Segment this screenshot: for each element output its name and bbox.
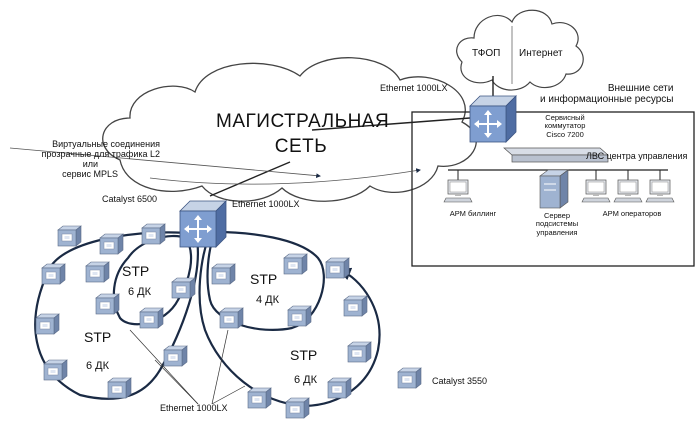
ring-count-label: 6 ДК: [294, 374, 318, 386]
switch-icon: [57, 225, 82, 247]
lan-title: ЛВС центра управления: [586, 151, 688, 161]
switch-icon: [211, 263, 236, 285]
stp-label: STP: [122, 263, 150, 279]
ring-count-label: 4 ДК: [256, 294, 280, 306]
switch-icon: [325, 257, 350, 279]
switch-icon: [85, 261, 110, 283]
ring-count-label: 6 ДК: [128, 286, 152, 298]
catalyst6500-label: Catalyst 6500: [102, 194, 158, 204]
server-label: Сервер подсистемы управления: [535, 211, 579, 237]
ethernet-pointers: [129, 329, 246, 405]
catalyst-to-core-link: [209, 161, 291, 197]
virtual-arrow-top: [9, 147, 321, 179]
ethernet-label-bottom: Ethernet 1000LX: [160, 403, 228, 413]
external-clouds: [456, 9, 584, 91]
operator-pc-icon: [645, 179, 675, 203]
ethernet-label-catalyst: Ethernet 1000LX: [232, 199, 300, 209]
pstn-label: ТФОП: [472, 48, 501, 59]
ethernet-label-top: Ethernet 1000LX: [380, 83, 448, 93]
service-switch-label: Сервисный коммутатор Cisco 7200: [544, 113, 586, 139]
switch-icon: [43, 359, 68, 381]
switch-icon: [95, 293, 120, 315]
management-center-box: [411, 111, 695, 267]
switch-icon: [219, 307, 244, 329]
switch-icon: [35, 313, 60, 335]
catalyst6500-icon: [179, 200, 227, 248]
billing-label: АРМ биллинг: [449, 209, 497, 218]
switch-icon: [41, 263, 66, 285]
switch-icon: [283, 253, 308, 275]
operators-label: АРМ операторов: [602, 209, 662, 218]
switch-icon: [99, 233, 124, 255]
stp-label: STP: [290, 347, 318, 363]
operator-pc-icon: [581, 179, 611, 203]
external-networks-label: Внешние сети и информационные ресурсы: [540, 83, 674, 105]
internet-label: Интернет: [519, 48, 563, 59]
server-icon: [539, 169, 569, 209]
core-network-title: МАГИСТРАЛЬНАЯ СЕТЬ: [216, 111, 390, 157]
stp-label: STP: [84, 329, 112, 345]
switch-icon: [247, 387, 272, 409]
core-to-service-link: [311, 117, 471, 131]
stp-rings: [34, 232, 381, 408]
billing-pc-icon: [443, 179, 473, 203]
virtual-arrow-bottom: [149, 168, 421, 185]
ring-count-label: 6 ДК: [86, 360, 110, 372]
switch-icon: [171, 277, 196, 299]
service-switch-icon: [469, 95, 517, 143]
switch-icon: [141, 223, 166, 245]
legend-catalyst3550-label: Catalyst 3550: [432, 376, 488, 386]
stp-label: STP: [250, 271, 278, 287]
switch-icon: [107, 377, 132, 399]
switch-icon: [327, 377, 352, 399]
switch-icon: [343, 295, 368, 317]
virtual-connections-label: Виртуальные соединения прозрачные для тр…: [41, 139, 160, 179]
legend-switch-icon: [397, 367, 422, 389]
switch-icon: [285, 397, 310, 419]
switch-icon: [347, 341, 372, 363]
switch-icon: [163, 345, 188, 367]
switch-icon: [287, 305, 312, 327]
switch-icon: [139, 307, 164, 329]
operator-pc-icon: [613, 179, 643, 203]
